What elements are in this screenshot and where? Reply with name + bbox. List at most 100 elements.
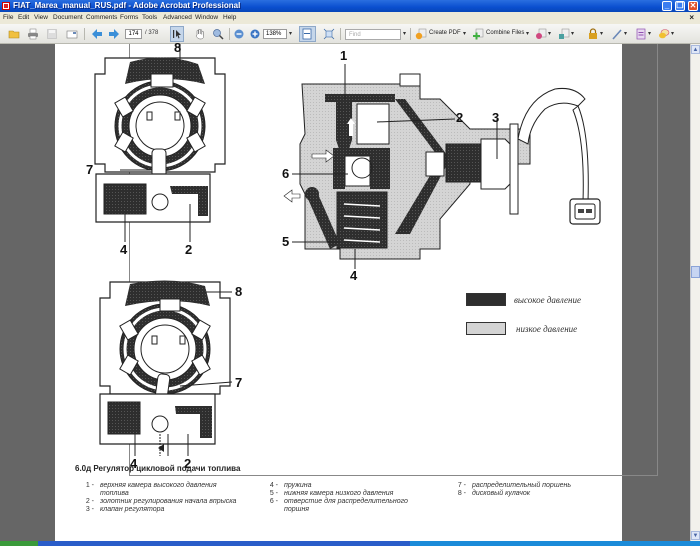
export-icon[interactable]	[535, 28, 547, 40]
label-part-3-section: 3	[492, 110, 500, 125]
label-part-8-bottom: 8	[235, 284, 243, 299]
label-part-6-section: 6	[282, 166, 290, 181]
taskbar	[0, 541, 700, 546]
save-icon[interactable]	[46, 28, 58, 40]
zoom-level-input[interactable]: 138%	[263, 29, 287, 39]
cam-disk-view-top	[94, 44, 226, 242]
scroll-up-button[interactable]: ▲	[691, 45, 700, 54]
toolbar: 174 / 378 138% ▾ Find ▾ Create PDF ▾ Com…	[0, 24, 700, 44]
vertical-scrollbar[interactable]: ▲ ▼	[690, 44, 700, 541]
cam-disk-view-bottom	[99, 280, 233, 456]
secure-dropdown-arrow[interactable]: ▾	[600, 31, 604, 37]
close-button[interactable]: ✕	[688, 1, 698, 11]
single-page-view-icon	[302, 28, 312, 40]
menu-edit[interactable]: Edit	[18, 14, 30, 21]
create-pdf-button[interactable]: Create PDF	[429, 30, 461, 36]
minimize-button[interactable]: _	[662, 1, 672, 11]
toolbar-separator	[229, 28, 230, 40]
forms-icon[interactable]	[635, 28, 647, 40]
title-bar: FIAT_Marea_manual_RUS.pdf - Adobe Acroba…	[0, 0, 700, 12]
label-part-2-section: 2	[456, 110, 464, 125]
print-icon[interactable]	[27, 28, 39, 40]
collaborate-dropdown-arrow[interactable]: ▾	[571, 31, 575, 37]
open-folder-icon[interactable]	[8, 28, 20, 40]
menu-view[interactable]: View	[34, 14, 48, 21]
legend-swatch-high-pressure	[466, 293, 506, 306]
close-icon: ✕	[689, 1, 697, 10]
find-input[interactable]: Find	[345, 29, 401, 40]
toolbar-separator	[410, 28, 411, 40]
menu-help[interactable]: Help	[223, 14, 237, 21]
export-dropdown-arrow[interactable]: ▾	[548, 31, 552, 37]
hand-tool-icon[interactable]	[194, 28, 206, 40]
legend-item-5: 5 -нижняя камера низкого давления	[269, 490, 394, 497]
legend-item-8: 8 -дисковый кулачок	[457, 490, 531, 497]
menu-forms[interactable]: Forms	[120, 14, 139, 21]
scroll-thumb[interactable]	[691, 266, 700, 278]
legend-item-4: 4 -пружина	[269, 482, 312, 489]
document-viewport[interactable]: 8 7 4 2 8 7 4 2 1 2 3 6 5 4 высокое давл…	[0, 40, 690, 541]
comment-dropdown-arrow[interactable]: ▾	[671, 31, 675, 37]
fuel-regulator-diagram	[94, 44, 601, 456]
previous-page-icon[interactable]	[91, 28, 103, 40]
scroll-down-button[interactable]: ▼	[691, 531, 700, 540]
collaborate-icon[interactable]	[558, 28, 570, 40]
zoom-tool-icon[interactable]	[212, 28, 224, 40]
label-part-5-section: 5	[282, 234, 290, 249]
next-page-icon[interactable]	[108, 28, 120, 40]
zoom-dropdown-arrow[interactable]: ▾	[289, 31, 293, 37]
sign-icon[interactable]	[611, 28, 623, 40]
menu-document[interactable]: Document	[53, 14, 83, 21]
figure-caption: 6.0д Регулятор цикловой подачи топлива	[75, 464, 241, 473]
legend-item-1-cont: топлива	[100, 490, 129, 497]
pdf-app-icon	[2, 2, 10, 10]
figure-frame	[129, 44, 658, 476]
page-number-input[interactable]: 174	[125, 29, 142, 39]
menu-window[interactable]: Window	[195, 14, 219, 21]
label-part-8-top: 8	[174, 40, 182, 55]
menu-advanced[interactable]: Advanced	[163, 14, 192, 21]
legend-item-1: 1 -верхняя камера высокого давления	[85, 482, 217, 489]
legend-item-3: 3 -клапан регулятора	[85, 506, 165, 513]
legend-label-low-pressure: низкое давление	[516, 324, 578, 334]
label-part-1-section: 1	[340, 48, 348, 63]
menu-comments[interactable]: Comments	[86, 14, 118, 21]
zoom-in-icon[interactable]	[249, 28, 261, 40]
start-button[interactable]	[0, 541, 38, 546]
combine-files-button[interactable]: Combine Files	[486, 30, 525, 36]
fit-page-icon[interactable]	[323, 28, 335, 40]
toolbar-separator	[84, 28, 85, 40]
label-part-2-bottom: 2	[184, 456, 192, 471]
label-part-7-top: 7	[86, 162, 94, 177]
toolbar-separator	[340, 28, 341, 40]
document-close-button[interactable]: ×	[689, 13, 694, 22]
label-part-7-bottom: 7	[235, 375, 243, 390]
menu-file[interactable]: File	[3, 14, 14, 21]
forms-dropdown-arrow[interactable]: ▾	[648, 31, 652, 37]
legend-swatch-low-pressure	[466, 322, 506, 335]
secure-icon[interactable]	[587, 28, 599, 40]
label-part-2-top: 2	[185, 242, 193, 257]
legend-item-7: 7 -распределительный поршень	[457, 482, 572, 489]
sign-dropdown-arrow[interactable]: ▾	[624, 31, 628, 37]
email-icon[interactable]	[66, 28, 78, 40]
combine-files-icon	[473, 28, 484, 40]
restore-icon: ❐	[676, 1, 684, 10]
minimize-icon: _	[664, 1, 670, 10]
system-tray	[410, 541, 700, 546]
menu-tools[interactable]: Tools	[142, 14, 158, 21]
combine-files-dropdown-arrow[interactable]: ▾	[526, 31, 530, 37]
select-tool-icon	[173, 30, 181, 39]
zoom-out-icon[interactable]	[233, 28, 245, 40]
window-title: FIAT_Marea_manual_RUS.pdf - Adobe Acroba…	[13, 1, 241, 10]
maximize-button[interactable]: ❐	[675, 1, 685, 11]
menu-bar: File Edit View Document Comments Forms T…	[0, 12, 700, 24]
find-dropdown-arrow[interactable]: ▾	[403, 31, 407, 37]
comment-icon[interactable]	[658, 28, 670, 40]
create-pdf-dropdown-arrow[interactable]: ▾	[463, 31, 467, 37]
label-part-4-bottom: 4	[130, 456, 138, 471]
legend-item-6-cont: поршня	[284, 506, 310, 513]
label-part-4-section: 4	[350, 268, 358, 283]
create-pdf-icon	[415, 28, 427, 40]
